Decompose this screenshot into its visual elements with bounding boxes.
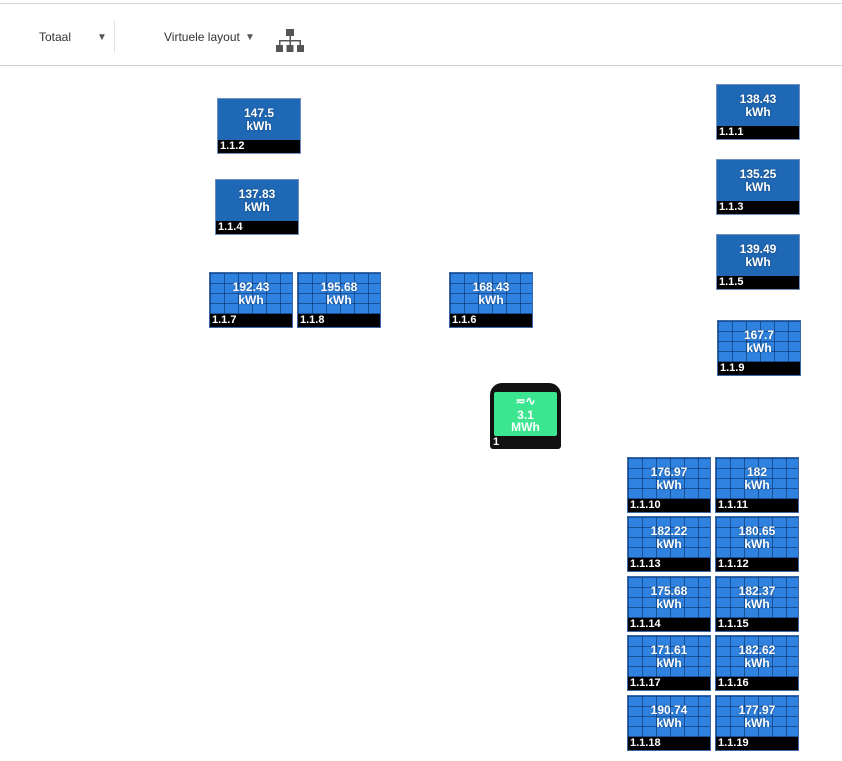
panel-energy-value: 168.43	[472, 280, 510, 294]
panel-id-label: 1.1.14	[628, 618, 710, 631]
panel-energy-unit: kWh	[238, 293, 264, 307]
toolbar: Totaal ▼ Virtuele layout ▼	[0, 3, 842, 66]
panel-id-label: 1.1.9	[718, 362, 800, 375]
panel-energy-value: 195.68	[320, 280, 358, 294]
total-dropdown-label[interactable]: Totaal	[39, 30, 72, 44]
panel-energy-unit: kWh	[656, 597, 682, 611]
layout-dropdown-arrow-icon[interactable]: ▼	[245, 32, 255, 43]
panel-energy-value: 182.62	[738, 643, 776, 657]
panel-energy-value: 147.5	[243, 106, 275, 120]
panel-id-label: 1.1.1	[717, 126, 799, 139]
panel-id-label: 1.1.19	[716, 737, 798, 750]
inverter-dc-ac-icon: ≂∿	[515, 394, 536, 408]
panel-id-label: 1.1.6	[450, 314, 532, 327]
panel-energy-value: 167.7	[743, 328, 775, 342]
panel-energy-unit: kWh	[478, 293, 504, 307]
panel-energy-unit: kWh	[744, 597, 770, 611]
panel-energy-unit: kWh	[656, 537, 682, 551]
panel-energy-unit: kWh	[246, 119, 272, 133]
panel-energy-unit: kWh	[744, 716, 770, 730]
panel-energy-value: 135.25	[739, 167, 777, 181]
panel-energy-value: 182.37	[738, 584, 776, 598]
panel-energy-unit: kWh	[745, 105, 771, 119]
panel-id-label: 1.1.16	[716, 677, 798, 690]
panel-energy-unit: kWh	[244, 200, 270, 214]
panel-id-label: 1.1.11	[716, 499, 798, 512]
panel-energy-value: 137.83	[238, 187, 276, 201]
panel-energy-value: 176.97	[650, 465, 688, 479]
panel-id-label: 1.1.5	[717, 276, 799, 289]
panel-energy-value: 182	[746, 465, 768, 479]
inverter-energy-unit: MWh	[511, 420, 540, 434]
panel-id-label: 1.1.13	[628, 558, 710, 571]
panel-id-label: 1.1.18	[628, 737, 710, 750]
layout-dropdown-label[interactable]: Virtuele layout	[164, 30, 240, 44]
panel-id-label: 1.1.15	[716, 618, 798, 631]
panel-energy-unit: kWh	[744, 537, 770, 551]
panel-energy-value: 175.68	[650, 584, 688, 598]
panel-energy-value: 177.97	[738, 703, 776, 717]
panel-energy-value: 171.61	[650, 643, 688, 657]
panel-energy-unit: kWh	[656, 716, 682, 730]
toolbar-divider	[114, 21, 115, 53]
panel-id-label: 1.1.4	[216, 221, 298, 234]
panel-energy-value: 192.43	[232, 280, 270, 294]
inverter-id-label: 1	[493, 436, 500, 448]
hierarchy-icon[interactable]	[276, 28, 304, 54]
panel-energy-unit: kWh	[744, 656, 770, 670]
inverter-energy-value: 3.1	[517, 408, 534, 422]
panel-id-label: 1.1.10	[628, 499, 710, 512]
panel-energy-value: 139.49	[739, 242, 777, 256]
panel-energy-unit: kWh	[656, 656, 682, 670]
panel-id-label: 1.1.2	[218, 140, 300, 153]
panel-energy-value: 180.65	[738, 524, 776, 538]
panel-energy-unit: kWh	[326, 293, 352, 307]
panel-id-label: 1.1.3	[717, 201, 799, 214]
panel-energy-unit: kWh	[656, 478, 682, 492]
panel-id-label: 1.1.7	[210, 314, 292, 327]
panel-id-label: 1.1.17	[628, 677, 710, 690]
panel-energy-unit: kWh	[745, 255, 771, 269]
panel-energy-value: 190.74	[650, 703, 688, 717]
panel-id-label: 1.1.8	[298, 314, 380, 327]
panel-energy-value: 182.22	[650, 524, 688, 538]
panel-energy-unit: kWh	[744, 478, 770, 492]
panel-energy-unit: kWh	[745, 180, 771, 194]
panel-id-label: 1.1.12	[716, 558, 798, 571]
total-dropdown-arrow-icon[interactable]: ▼	[97, 32, 107, 43]
panel-energy-value: 138.43	[739, 92, 777, 106]
panel-energy-unit: kWh	[746, 341, 772, 355]
